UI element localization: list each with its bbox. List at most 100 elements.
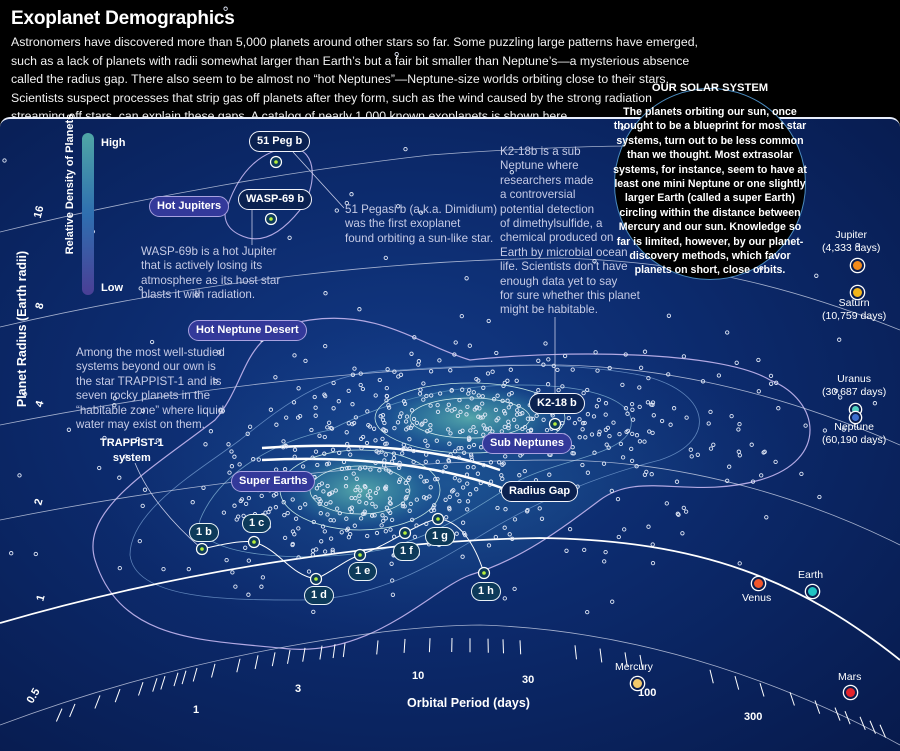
- neptune-name: Neptune: [834, 421, 874, 433]
- exoplanet-dot: [735, 361, 738, 364]
- annotation-trappist: Among the most well-studied systems beyo…: [76, 346, 225, 432]
- exoplanet-dot: [503, 597, 506, 600]
- exoplanet-dot: [384, 256, 387, 259]
- exoplanet-dot: [726, 331, 729, 334]
- exoplanet-dot: [465, 277, 468, 280]
- exoplanet-dot: [765, 516, 768, 519]
- exoplanet-dot: [513, 587, 516, 590]
- exoplanet-dot: [667, 314, 670, 317]
- exoplanet-dot: [682, 355, 685, 358]
- period-tick: [404, 639, 405, 653]
- exoplanet-dot: [838, 338, 841, 341]
- period-tick: [115, 689, 120, 702]
- annotation-k2-18: K2-18b is a sub Neptune where researcher…: [500, 145, 640, 318]
- exoplanet-dot: [335, 209, 338, 212]
- exoplanet-dot: [98, 466, 101, 469]
- exoplanet-dot: [647, 525, 650, 528]
- legend-high: High: [101, 137, 125, 149]
- solar-system-title: OUR SOLAR SYSTEM: [615, 81, 805, 95]
- uranus-period: (30,687 days): [822, 386, 886, 398]
- neptune-label: Neptune(60,190 days): [822, 421, 886, 447]
- label-trappist-1c: 1 c: [242, 514, 271, 533]
- period-tick: [303, 648, 305, 662]
- saturn-name: Saturn: [839, 297, 870, 309]
- exoplanet-dot: [358, 308, 361, 311]
- exoplanet-dot: [34, 552, 37, 555]
- period-tick: [845, 711, 850, 724]
- period-tick: [161, 676, 165, 689]
- label-k2-18-b: K2-18 b: [529, 393, 585, 414]
- jupiter-period: (4,333 days): [822, 242, 880, 254]
- x-tick-3: 3: [295, 683, 301, 695]
- region-super-earths: Super Earths: [231, 471, 315, 492]
- x-tick-10: 10: [412, 670, 424, 682]
- exoplanet-dot: [603, 560, 606, 563]
- exoplanet-dot: [288, 236, 291, 239]
- region-sub-neptunes: Sub Neptunes: [482, 433, 572, 454]
- jupiter-label: Jupiter(4,333 days): [822, 229, 880, 255]
- exoplanet-dot: [682, 506, 685, 509]
- exoplanet-dot: [395, 52, 398, 55]
- exoplanet-dot: [18, 474, 21, 477]
- exoplanet-dot: [460, 314, 463, 317]
- exoplanet-dot: [818, 495, 821, 498]
- exoplanet-dot: [404, 147, 407, 150]
- exoplanet-mark: [314, 577, 318, 581]
- label-trappist-1f: 1 f: [393, 542, 420, 561]
- saturn-label: Saturn(10,759 days): [822, 297, 886, 323]
- exoplanet-mark: [269, 217, 273, 221]
- exoplanet-dot: [800, 472, 803, 475]
- exoplanet-dot: [769, 374, 772, 377]
- exoplanet-dot: [604, 550, 607, 553]
- jupiter-name: Jupiter: [835, 229, 867, 241]
- earth-dot: [806, 585, 819, 598]
- exoplanet-dot: [324, 292, 327, 295]
- exoplanet-dot: [738, 562, 741, 565]
- exoplanet-dot: [665, 502, 668, 505]
- period-tick: [174, 673, 178, 686]
- exoplanet-dot: [118, 476, 121, 479]
- label-51-peg-b: 51 Peg b: [249, 131, 310, 152]
- exoplanet-dot: [454, 341, 457, 344]
- exoplanet-mark: [274, 160, 278, 164]
- legend-title: Relative Density of Planets: [64, 109, 76, 259]
- period-tick: [860, 717, 865, 730]
- exoplanet-dot: [757, 358, 760, 361]
- mars-dot: [844, 686, 857, 699]
- period-tick: [870, 721, 876, 734]
- exoplanet-dot: [544, 342, 547, 345]
- exoplanet-dot: [3, 159, 6, 162]
- solar-system-callout: OUR SOLAR SYSTEM The planets orbiting ou…: [614, 88, 806, 280]
- density-colorbar: [82, 133, 94, 295]
- exoplanet-dot: [684, 510, 687, 513]
- exoplanet-dot: [623, 528, 626, 531]
- period-tick: [182, 671, 186, 684]
- exoplanet-dot: [568, 527, 571, 530]
- x-tick-30: 30: [522, 674, 534, 686]
- uranus-name: Uranus: [837, 373, 871, 385]
- exoplanet-dot: [617, 535, 620, 538]
- exoplanet-mark: [553, 422, 557, 426]
- saturn-period: (10,759 days): [822, 310, 886, 322]
- period-tick: [212, 664, 216, 678]
- period-tick: [255, 655, 258, 669]
- exoplanet-dot: [815, 274, 818, 277]
- x-axis-title: Orbital Period (days): [407, 696, 530, 710]
- period-tick: [237, 659, 240, 673]
- period-axis-line: [0, 625, 900, 745]
- exoplanet-mark: [358, 553, 362, 557]
- period-tick: [760, 683, 764, 696]
- period-tick: [520, 640, 521, 654]
- exoplanet-mark: [482, 571, 486, 575]
- period-tick: [153, 678, 157, 691]
- exoplanet-mark: [436, 517, 440, 521]
- venus-label: Venus: [742, 592, 771, 605]
- label-trappist-1d: 1 d: [304, 586, 334, 605]
- exoplanet-mark: [200, 547, 204, 551]
- exoplanet-dot: [495, 351, 498, 354]
- x-tick-300: 300: [744, 711, 762, 723]
- neptune-period: (60,190 days): [822, 434, 886, 446]
- y-axis-title: Planet Radius (Earth radii): [15, 244, 29, 414]
- exoplanet-dot: [643, 350, 646, 353]
- period-tick: [377, 640, 378, 654]
